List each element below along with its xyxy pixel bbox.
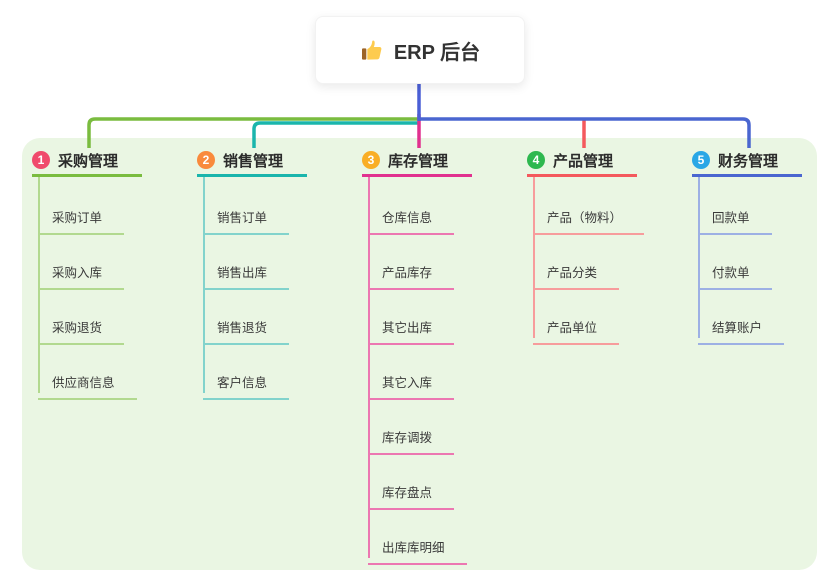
root-title: ERP 后台: [393, 41, 481, 64]
leaf-node[interactable]: 结算账户: [698, 306, 785, 345]
subtree-line: [533, 177, 535, 338]
leaf-node[interactable]: 回款单: [698, 196, 772, 235]
branch-header[interactable]: 1 采购管理: [32, 146, 142, 177]
leaf-node[interactable]: 出库库明细: [368, 526, 467, 565]
subtree-line: [368, 177, 370, 558]
leaf-node[interactable]: 供应商信息: [38, 361, 137, 400]
leaf-node[interactable]: 产品（物料）: [533, 196, 645, 235]
branch-header[interactable]: 4 产品管理: [527, 146, 637, 177]
branch-label: 采购管理: [58, 152, 119, 170]
leaf-label: 客户信息: [217, 376, 268, 390]
branch-header[interactable]: 3 库存管理: [362, 146, 472, 177]
branch-number-badge: 2: [197, 151, 215, 169]
leaf-node[interactable]: 付款单: [698, 251, 772, 290]
leaf-node[interactable]: 产品分类: [533, 251, 620, 290]
leaf-node[interactable]: 仓库信息: [368, 196, 455, 235]
subtree-line: [203, 177, 205, 393]
leaf-node[interactable]: 产品库存: [368, 251, 455, 290]
leaf-label: 采购入库: [52, 266, 103, 280]
thumbs-up-icon: [360, 38, 384, 62]
branch-label: 财务管理: [718, 152, 779, 170]
root-node[interactable]: ERP 后台: [315, 16, 525, 84]
leaf-label: 产品库存: [382, 266, 433, 280]
leaf-label: 库存盘点: [382, 486, 433, 500]
leaf-label: 回款单: [712, 211, 750, 225]
branch-label: 产品管理: [553, 152, 614, 170]
leaf-node[interactable]: 采购退货: [38, 306, 125, 345]
leaf-label: 采购退货: [52, 321, 103, 335]
branch-number-badge: 3: [362, 151, 380, 169]
leaf-label: 销售退货: [217, 321, 268, 335]
leaf-label: 付款单: [712, 266, 750, 280]
leaf-node[interactable]: 采购订单: [38, 196, 125, 235]
leaf-label: 结算账户: [712, 321, 763, 335]
leaf-node[interactable]: 库存盘点: [368, 471, 455, 510]
leaf-node[interactable]: 客户信息: [203, 361, 290, 400]
leaf-node[interactable]: 销售订单: [203, 196, 290, 235]
branch-label: 库存管理: [388, 152, 449, 170]
leaf-node[interactable]: 产品单位: [533, 306, 620, 345]
branch-header[interactable]: 2 销售管理: [197, 146, 307, 177]
leaf-label: 其它入库: [382, 376, 433, 390]
leaf-label: 仓库信息: [382, 211, 433, 225]
branch-number-badge: 1: [32, 151, 50, 169]
leaf-label: 销售订单: [217, 211, 268, 225]
leaf-label: 其它出库: [382, 321, 433, 335]
leaf-node[interactable]: 采购入库: [38, 251, 125, 290]
leaf-label: 产品单位: [547, 321, 598, 335]
leaf-node[interactable]: 销售退货: [203, 306, 290, 345]
branch-number-badge: 4: [527, 151, 545, 169]
leaf-node[interactable]: 库存调拨: [368, 416, 455, 455]
leaf-label: 供应商信息: [52, 376, 115, 390]
leaf-label: 采购订单: [52, 211, 103, 225]
branch-number-badge: 5: [692, 151, 710, 169]
subtree-line: [38, 177, 40, 393]
leaf-label: 产品分类: [547, 266, 598, 280]
leaf-label: 库存调拨: [382, 431, 433, 445]
branch-header[interactable]: 5 财务管理: [692, 146, 802, 177]
leaf-node[interactable]: 销售出库: [203, 251, 290, 290]
leaf-label: 产品（物料）: [547, 211, 623, 225]
subtree-line: [698, 177, 700, 338]
leaf-label: 出库库明细: [382, 541, 445, 555]
leaf-node[interactable]: 其它出库: [368, 306, 455, 345]
leaf-node[interactable]: 其它入库: [368, 361, 455, 400]
branch-label: 销售管理: [223, 152, 284, 170]
leaf-label: 销售出库: [217, 266, 268, 280]
content-panel: [22, 138, 817, 570]
